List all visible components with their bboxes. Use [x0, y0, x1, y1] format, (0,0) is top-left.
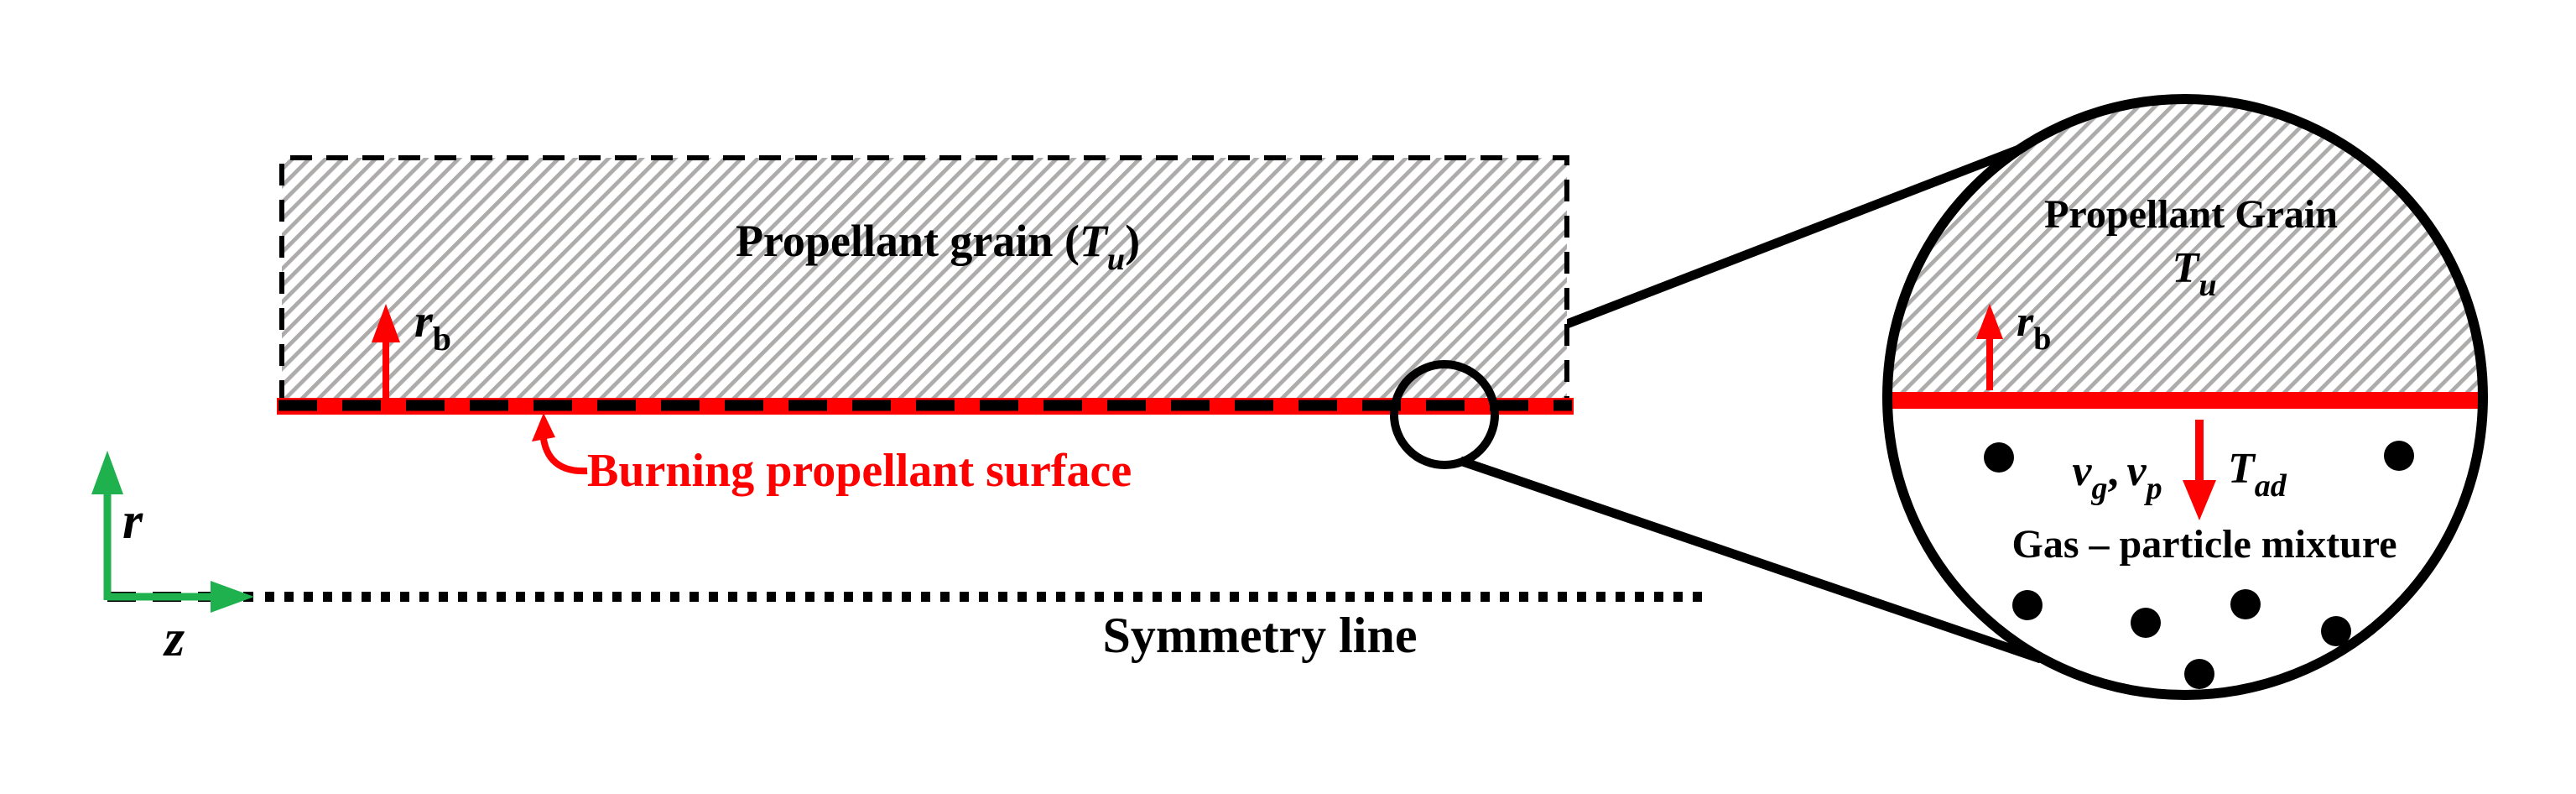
axis-r-label: r	[122, 493, 143, 550]
burning-surface-line	[277, 398, 1574, 415]
grain-label: Propellant grain (Tu)	[736, 216, 1140, 277]
grain-hatch-fill	[282, 158, 1567, 400]
particle-dot	[2131, 608, 2161, 638]
particles-group	[1984, 441, 2414, 689]
axis-r-arrowhead-icon	[91, 451, 123, 494]
zoom-source-circle	[1390, 360, 1499, 469]
annotation-arrowhead-icon	[532, 413, 555, 441]
velocity-label: vg,vp	[2072, 447, 2162, 506]
magnified-burn-rate-arrowhead-icon	[1976, 304, 2003, 339]
particle-dot	[1984, 442, 2014, 473]
symmetry-axis: Symmetry line	[265, 592, 1711, 663]
burn-rate-arrow-magnified: rb	[1976, 298, 2051, 390]
particle-dot	[2012, 590, 2043, 620]
particle-dot	[2230, 589, 2261, 619]
flame-temp-label: Tad	[2228, 445, 2287, 504]
particle-dot	[2384, 441, 2414, 471]
magnified-burning-surface	[1891, 392, 2480, 409]
magnified-burn-rate-label: rb	[2017, 298, 2051, 357]
grain-dashed-border	[279, 155, 1569, 402]
coordinate-axes: r z	[91, 451, 254, 667]
mixture-label: Gas – particle mixture	[2011, 522, 2396, 567]
propellant-grain-block: Propellant grain (Tu)	[279, 155, 1569, 402]
flow-down-arrowhead-icon	[2183, 480, 2216, 520]
particle-dot	[2321, 616, 2351, 646]
symmetry-line-label: Symmetry line	[1103, 608, 1418, 663]
axis-z-arrowhead-icon	[211, 581, 254, 613]
burning-surface-label: Burning propellant surface	[587, 445, 1132, 497]
axis-z-label: z	[163, 610, 185, 667]
magnified-grain-temp: Tu	[2173, 244, 2217, 303]
burn-rate-label-main: rb	[414, 295, 451, 358]
burn-rate-arrowhead-icon	[372, 304, 400, 342]
magnified-view: Propellant Grain Tu rb vg,vp Tad Gas – p…	[1882, 94, 2488, 700]
magnified-circle-outline	[1882, 94, 2488, 700]
particle-dot	[2184, 659, 2214, 689]
magnified-grain-title: Propellant Grain	[2044, 192, 2338, 237]
burn-rate-arrow-main: rb	[372, 295, 451, 401]
flow-annotation: vg,vp Tad	[2072, 420, 2287, 520]
zoom-leader-line-bottom	[1459, 456, 2043, 664]
burning-surface-annotation: Burning propellant surface	[532, 413, 1132, 497]
magnified-grain-hatch	[1891, 102, 2480, 392]
